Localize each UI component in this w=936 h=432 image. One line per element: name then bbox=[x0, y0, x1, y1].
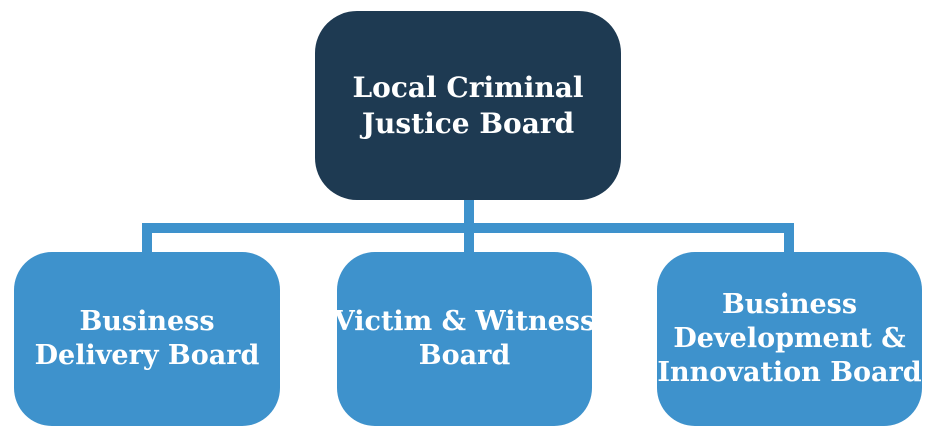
connector-horizontal-rail bbox=[142, 223, 794, 233]
node-label-line: Victim & Witness bbox=[333, 305, 596, 337]
node-label-line: Development & bbox=[673, 322, 906, 354]
node-label-line: Business bbox=[721, 288, 858, 320]
node-label-line: Board bbox=[418, 340, 511, 371]
connector-left-stub bbox=[142, 223, 152, 253]
node-local-criminal-justice-board: Local Criminal Justice Board bbox=[315, 11, 621, 200]
node-business-development-innovation-board: Business Development & Innovation Board bbox=[657, 252, 922, 426]
node-victim-witness-board: Victim & Witness Board bbox=[333, 252, 596, 426]
node-label-line: Innovation Board bbox=[657, 357, 922, 389]
node-label-line: Delivery Board bbox=[34, 340, 260, 371]
node-label-line: Local Criminal bbox=[352, 70, 584, 104]
node-label-line: Business bbox=[79, 305, 215, 337]
node-label-line: Justice Board bbox=[361, 106, 575, 140]
connector-right-stub bbox=[784, 223, 794, 253]
node-business-delivery-board: Business Delivery Board bbox=[14, 252, 280, 426]
